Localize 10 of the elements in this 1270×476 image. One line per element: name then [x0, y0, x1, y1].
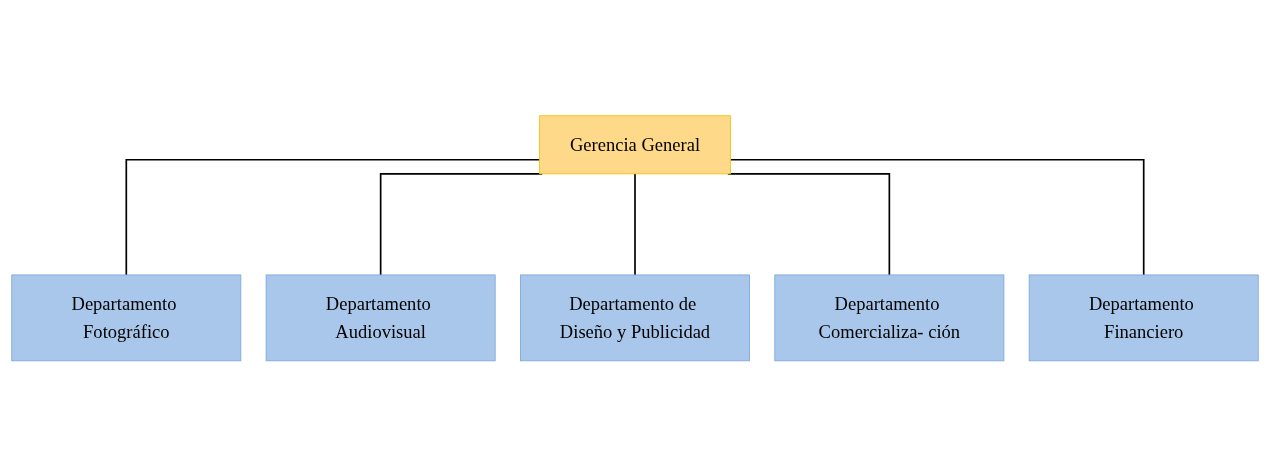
connector — [125, 158, 541, 276]
connector — [634, 172, 636, 276]
node-box — [1028, 274, 1259, 361]
node-box — [539, 115, 731, 174]
org-chart-drawing: Gerencia General Departamento Fotográfico Departamento Audiovisual Departamento de Diseño y Publicidad Departamento Comercializa- ción Departamento Financiero — [5, 108, 1265, 368]
connector — [729, 158, 1145, 276]
node-box — [265, 274, 496, 361]
node-box — [520, 274, 750, 361]
node-box — [11, 274, 242, 361]
node-box — [774, 274, 1005, 361]
